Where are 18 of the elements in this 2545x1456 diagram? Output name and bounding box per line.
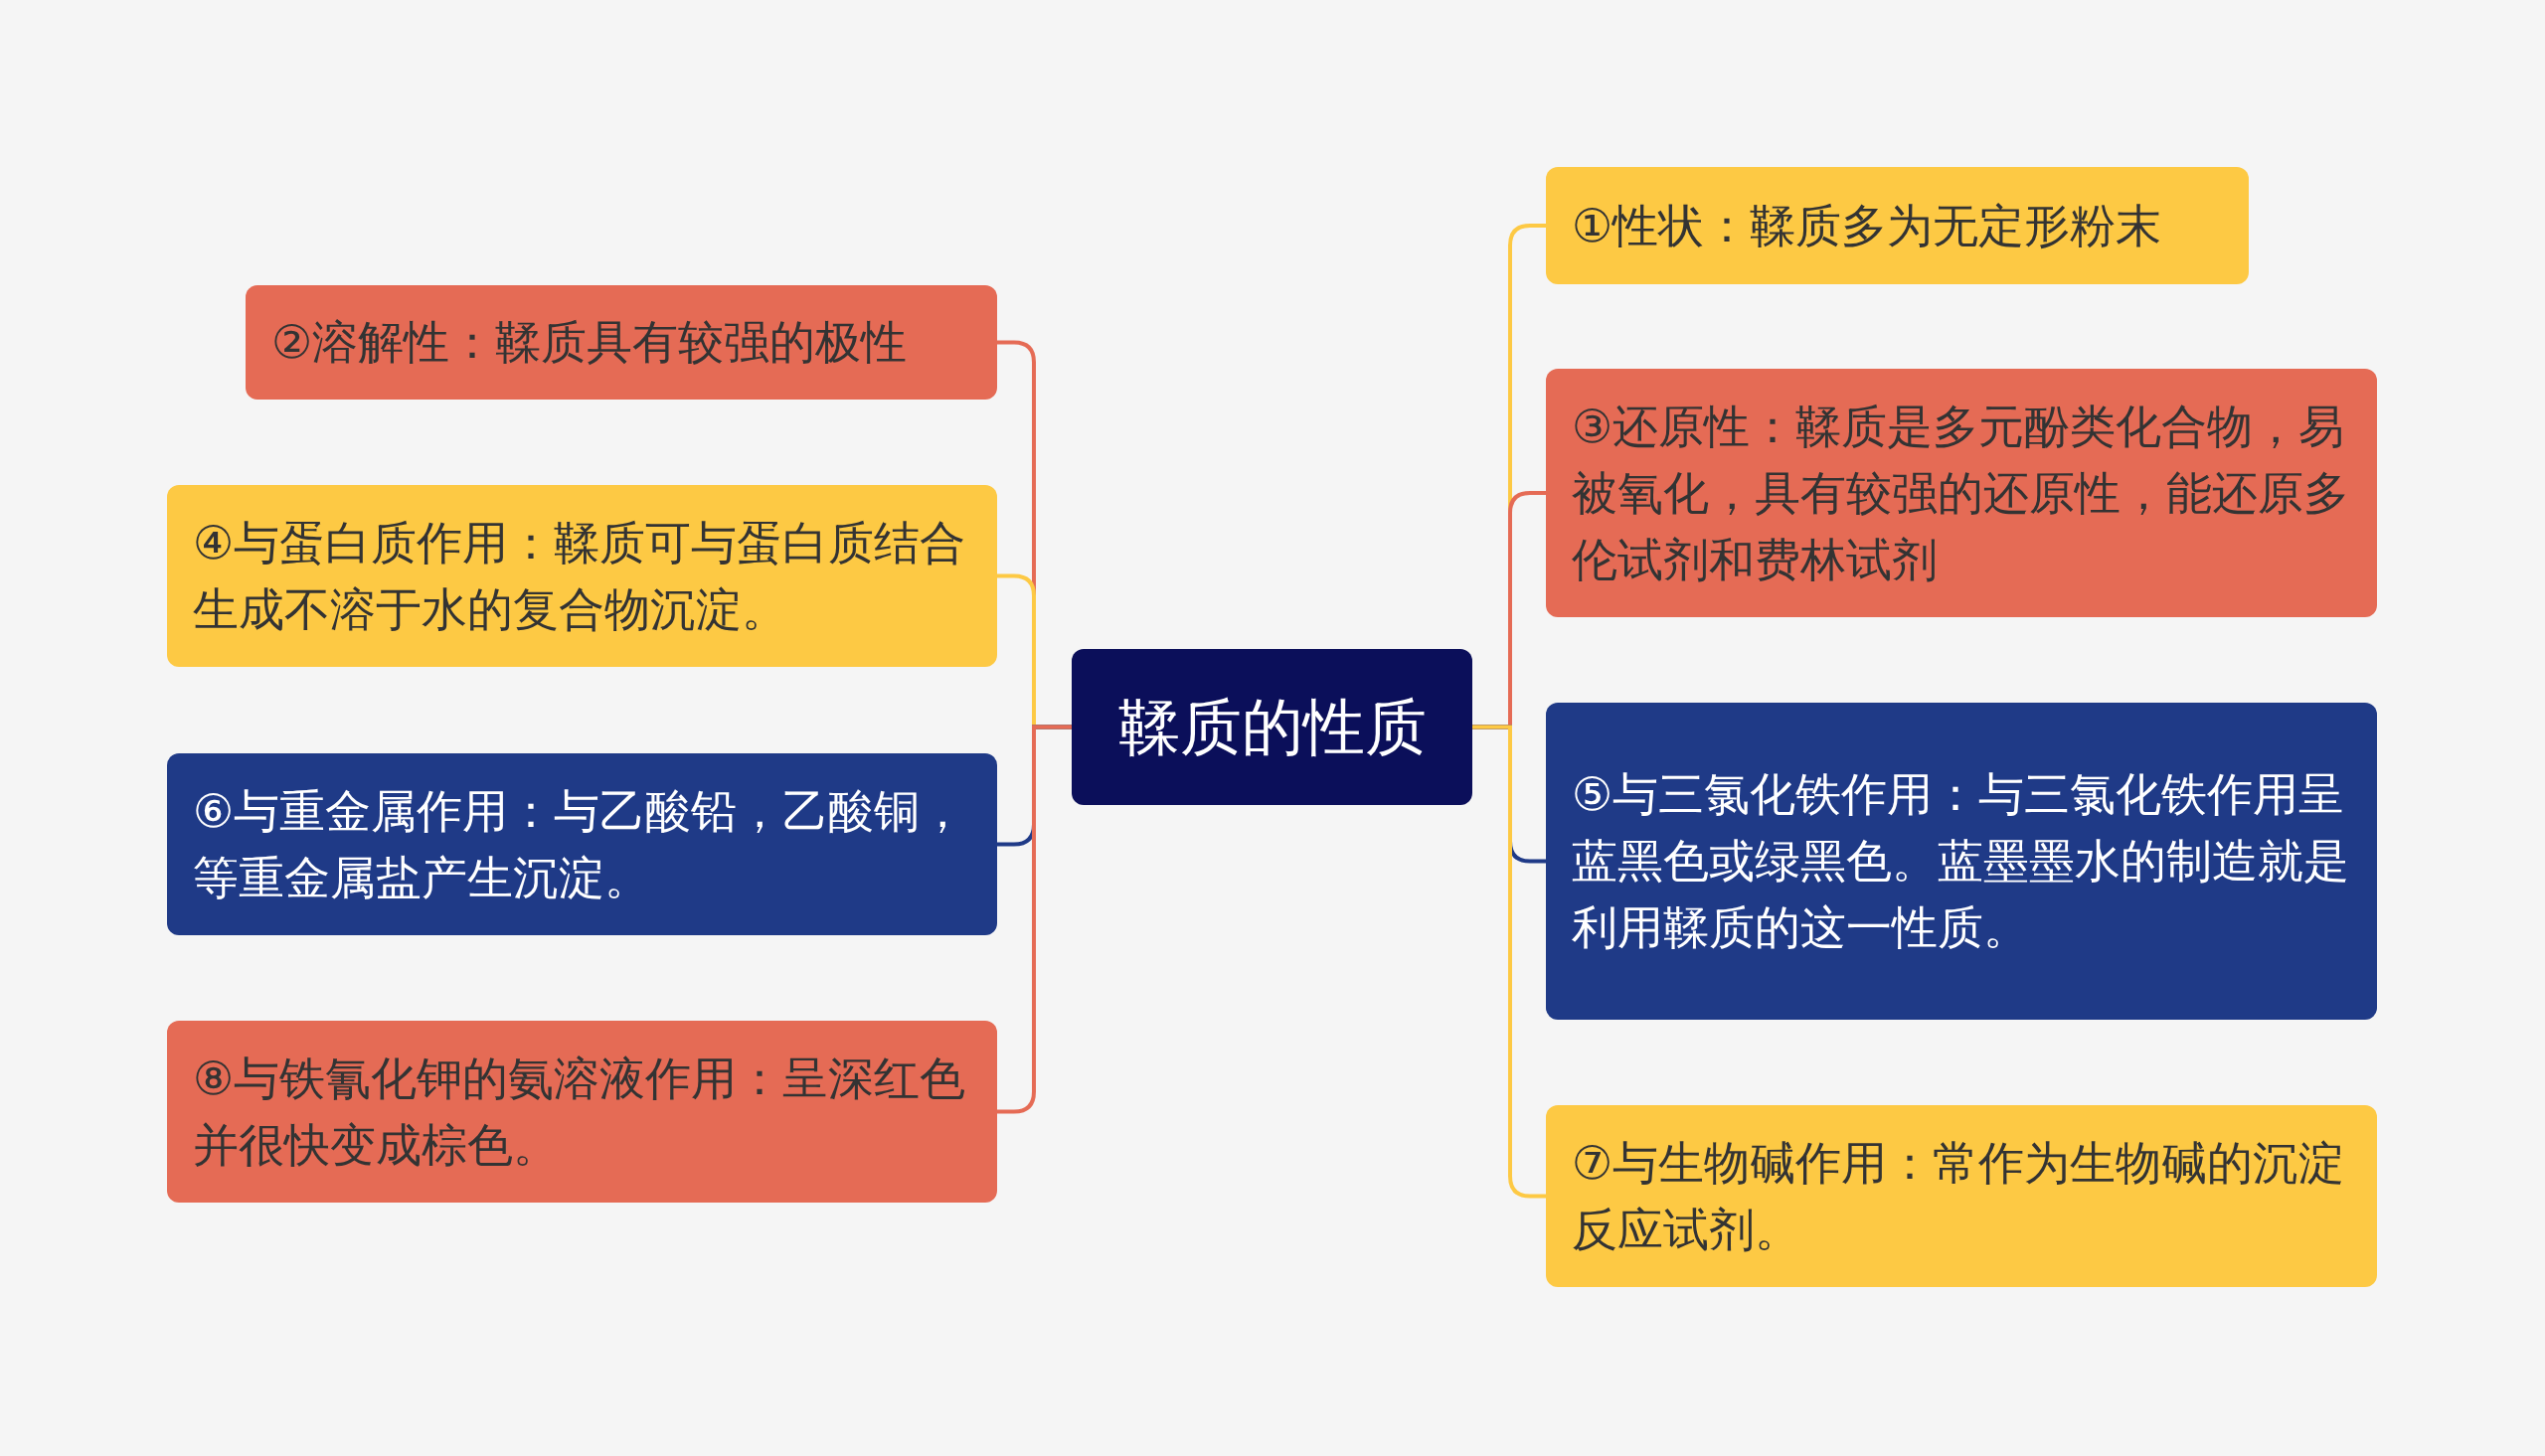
topic-text: ⑧与铁氰化钾的氨溶液作用：呈深红色并很快变成棕色。 xyxy=(193,1050,967,1174)
topic-box xyxy=(167,753,997,935)
topic-box xyxy=(1546,369,2377,617)
topic-box xyxy=(167,485,997,667)
topic-box xyxy=(167,1021,997,1203)
topic-text: 鞣质的性质 xyxy=(1117,694,1427,760)
central-topic-box xyxy=(1072,649,1472,805)
topic-text: ④与蛋白质作用：鞣质可与蛋白质结合生成不溶于水的复合物沉淀。 xyxy=(193,514,967,638)
topic-text: ②溶解性：鞣质具有较强的极性 xyxy=(271,314,908,371)
topic-text: ③还原性：鞣质是多元酚类化合物，易被氧化，具有较强的还原性，能还原多伦试剂和费林试剂 xyxy=(1572,398,2350,588)
topic-box xyxy=(1546,703,2377,1020)
topic-box xyxy=(1546,167,2249,284)
topic-text: ⑤与三氯化铁作用：与三氯化铁作用呈蓝黑色或绿黑色。蓝墨墨水的制造就是利用鞣质的这一性质。 xyxy=(1572,766,2350,956)
topic-text: ⑦与生物碱作用：常作为生物碱的沉淀反应试剂。 xyxy=(1572,1134,2346,1258)
topic-box xyxy=(1546,1105,2377,1287)
topic-text: ①性状：鞣质多为无定形粉末 xyxy=(1572,197,2162,254)
topic-text: ⑥与重金属作用：与乙酸铅，乙酸铜，等重金属盐产生沉淀。 xyxy=(193,782,967,906)
topic-box xyxy=(246,285,997,400)
